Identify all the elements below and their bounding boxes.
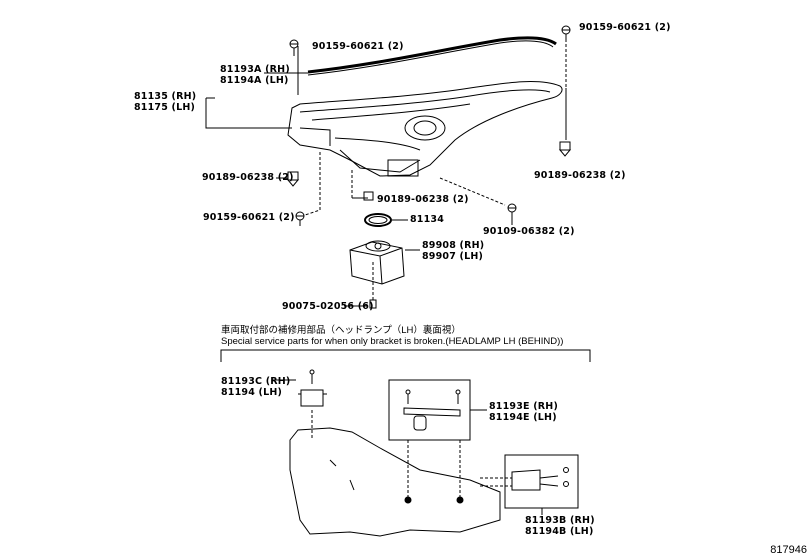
bolt-icon-bottom [369, 299, 377, 309]
label-computer-lh: 89907 (LH) [422, 251, 484, 262]
bracket-b-icon [511, 467, 569, 491]
label-bolt-bottom: 90075-02056 (6) [282, 301, 374, 312]
label-computer: 89908 (RH) 89907 (LH) [422, 240, 484, 262]
figure-id: 817946 [770, 544, 807, 556]
seal-ring-icon [364, 213, 392, 227]
label-bracket-a-rh: 81193A (RH) [220, 64, 290, 75]
label-headlamp-lh: 81175 (LH) [134, 102, 196, 113]
label-computer-rh: 89908 (RH) [422, 240, 485, 251]
label-screw-top-right: 90159-60621 (2) [579, 22, 671, 33]
screw-icon-lower-right [507, 203, 517, 213]
label-bracket-a-lh: 81194A (LH) [220, 75, 289, 86]
label-bracket-a: 81193A (RH) 81194A (LH) [220, 64, 290, 86]
grommet-icon-right [558, 141, 572, 157]
detail-bracket [220, 349, 591, 362]
label-grommet-mid: 90189-06238 (2) [377, 194, 469, 205]
label-bracket-e: 81193E (RH) 81194E (LH) [489, 401, 558, 423]
service-note-en: Special service parts for when only brac… [221, 336, 564, 347]
label-bracket-c-rh: 81193C (RH) [221, 376, 291, 387]
label-bracket-c-lh: 81194 (LH) [221, 387, 283, 398]
label-headlamp-rh: 81135 (RH) [134, 91, 197, 102]
screw-icon-lower-left [295, 211, 305, 226]
leader-headlamp [205, 98, 292, 129]
label-bracket-b: 81193B (RH) 81194B (LH) [525, 515, 595, 537]
headlamp-rear-outline [289, 427, 501, 537]
bracket-c-icon [298, 369, 327, 407]
grommet-icon-mid [363, 191, 374, 201]
label-screw-lower-left: 90159-60621 (2) [203, 212, 295, 223]
label-bracket-e-rh: 81193E (RH) [489, 401, 558, 412]
ballast-computer [349, 240, 405, 285]
label-screw-lower-right: 90109-06382 (2) [483, 226, 575, 237]
bracket-e-icon [403, 389, 461, 431]
label-bracket-c: 81193C (RH) 81194 (LH) [221, 376, 290, 398]
label-screw-top-left: 90159-60621 (2) [312, 41, 404, 52]
label-headlamp: 81135 (RH) 81175 (LH) [134, 91, 196, 113]
label-grommet-left: 90189-06238 (2) [202, 172, 294, 183]
trim-strip [307, 36, 557, 74]
headlamp-assembly [287, 81, 563, 177]
label-bracket-e-lh: 81194E (LH) [489, 412, 557, 423]
label-bracket-b-rh: 81193B (RH) [525, 515, 595, 526]
screw-icon-top-right [561, 25, 571, 40]
service-note-jp: 車両取付部の補修用部品（ヘッドランプ（LH）裏面視） [221, 325, 461, 336]
screw-icon-top-left [289, 39, 299, 56]
grommet-icon-left [286, 171, 300, 187]
label-seal-ring: 81134 [410, 214, 445, 225]
label-grommet-right: 90189-06238 (2) [534, 170, 626, 181]
label-bracket-b-lh: 81194B (LH) [525, 526, 594, 537]
